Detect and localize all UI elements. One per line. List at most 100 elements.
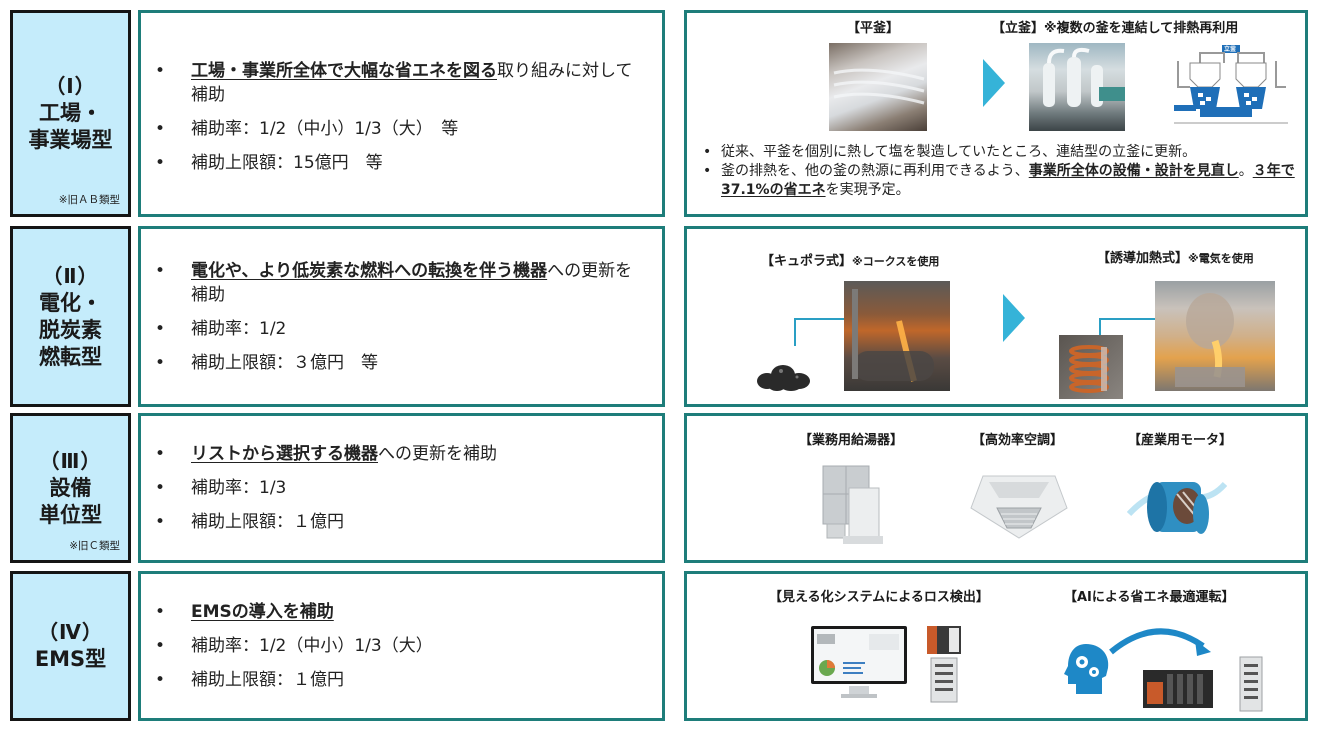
caption-visualization-system: 【見える化システムによるロス検出】	[769, 590, 989, 605]
category-note: ※旧ＡＢ類型	[58, 194, 120, 206]
subsidy-cap: 補助上限額：１億円	[191, 512, 344, 532]
coke-pile-photo	[753, 359, 813, 391]
category-number: （Ⅲ）	[39, 448, 102, 473]
flat-kettle-photo	[829, 43, 927, 131]
bullet-icon: •	[155, 670, 166, 690]
example-panel-electrification: 【キュポラ式】※コークスを使用 【誘導加熱式】※電気を使用	[684, 226, 1308, 407]
caption-vertical-kettle: 【立釜】※複数の釜を連結して排熱再利用	[992, 21, 1239, 36]
industrial-motor-photo	[1127, 464, 1227, 546]
bullet-item: • 工場・事業所全体で大幅な省エネを図る取り組みに対して補助	[155, 60, 633, 105]
curved-arrow-icon	[1109, 628, 1211, 656]
bullet-icon: •	[155, 118, 166, 139]
category-label-equipment-unit: （Ⅲ） 設備 単位型 ※旧Ｃ類型	[10, 413, 131, 563]
cupola-furnace-photo	[844, 281, 950, 391]
flat-kettle-ridges	[833, 68, 925, 105]
subsidy-cap: 補助上限額：３億円 等	[191, 352, 378, 373]
category-name-line: EMS型	[34, 647, 107, 671]
bullet-icon: •	[155, 60, 166, 81]
category-name-line: 脱炭素	[39, 317, 102, 342]
controller-rack-photo	[1141, 666, 1215, 710]
commercial-water-heater-photo	[819, 464, 885, 546]
vertical-kettle-heat-reuse-diagram: 立釜	[1172, 43, 1290, 131]
bullet-icon: •	[155, 152, 166, 173]
subsidy-rate: 補助率：1/3	[191, 478, 287, 498]
bullet-item: • 補助率：1/2	[153, 317, 644, 341]
subsidy-details-equipment-unit: • リストから選択する機器への更新を補助 • 補助率：1/3 • 補助上限額：１…	[138, 413, 665, 563]
category-number: （Ⅳ）	[38, 620, 103, 644]
bullet-item: • 補助率：1/2（中小）1/3（大）	[153, 634, 644, 658]
bullet-item: • EMSの導入を補助	[153, 600, 644, 624]
category-label-electrification: （Ⅱ） 電化・ 脱炭素 燃転型	[10, 226, 131, 407]
subsidy-details-electrification: • 電化や、より低炭素な燃料への転換を伴う機器への更新を補助 • 補助率：1/2…	[138, 226, 665, 407]
category-label-factory: （Ⅰ） 工場・ 事業場型 ※旧ＡＢ類型	[10, 10, 131, 217]
caption-air-conditioner: 【高効率空調】	[972, 433, 1064, 448]
caption-cupola: 【キュポラ式】※コークスを使用	[761, 254, 940, 269]
bullet-item: • 補助上限額：１億円	[153, 510, 644, 534]
bullet-highlight: 電化や、より低炭素な燃料への転換を伴う機器	[191, 260, 548, 281]
bullet-item: • リストから選択する機器への更新を補助	[155, 444, 497, 464]
plc-controller-photo	[925, 624, 963, 704]
diagram-label: 立釜	[1224, 46, 1237, 53]
category-note: ※旧Ｃ類型	[69, 540, 120, 552]
category-name-line: 燃転型	[39, 344, 102, 369]
category-name-line: 設備	[49, 475, 92, 500]
example-notes: • 従来、平釜を個別に熱して塩を製造していたところ、連結型の立釜に更新。 • 釜…	[703, 143, 1295, 200]
bullet-item: • 補助率：1/2（中小）1/3（大） 等	[153, 117, 644, 141]
note-highlight: 事業所全体の設備・設計を見直し	[1028, 163, 1239, 179]
caption-water-heater: 【業務用給湯器】	[799, 433, 904, 448]
subsidy-cap: 補助上限額：15億円 等	[191, 152, 383, 173]
arrow-right-icon	[983, 59, 1005, 107]
bullet-icon: •	[155, 478, 166, 498]
example-panel-ems: 【見える化システムによるロス検出】 【AIによる省エネ最適運転】	[684, 571, 1308, 721]
bullet-icon: •	[155, 352, 166, 373]
bullet-icon: •	[703, 163, 712, 179]
caption-induction: 【誘導加熱式】※電気を使用	[1097, 251, 1254, 266]
bullet-item: • 補助上限額：15億円 等	[153, 151, 644, 175]
caption-flat-kettle: 【平釜】	[847, 21, 900, 36]
bullet-item: • 電化や、より低炭素な燃料への転換を伴う機器への更新を補助	[155, 260, 633, 305]
subsidy-details-ems: • EMSの導入を補助 • 補助率：1/2（中小）1/3（大） • 補助上限額：…	[138, 571, 665, 721]
bullet-icon: •	[155, 602, 166, 622]
bullet-icon: •	[155, 318, 166, 339]
bullet-icon: •	[155, 444, 166, 464]
example-panel-equipment-unit: 【業務用給湯器】 【高効率空調】 【産業用モータ】	[684, 413, 1308, 563]
connector-line	[1099, 318, 1159, 336]
caption-industrial-motor: 【産業用モータ】	[1128, 433, 1233, 448]
vertical-kettle-plant-photo	[1029, 43, 1125, 131]
bullet-item: • 補助上限額：１億円	[153, 668, 644, 692]
bullet-highlight: 工場・事業所全体で大幅な省エネを図る	[191, 60, 497, 81]
monitoring-dashboard-display	[809, 624, 909, 704]
bullet-highlight: リストから選択する機器	[191, 444, 378, 464]
bullet-icon: •	[155, 636, 166, 656]
ai-head-gears-icon	[1062, 642, 1112, 696]
category-name-line: 工場・	[39, 101, 102, 125]
induction-coil-photo	[1059, 335, 1123, 399]
connector-line	[794, 318, 844, 346]
note-item: • 釜の排熱を、他の釜の熱源に再利用できるよう、事業所全体の設備・設計を見直し。…	[703, 163, 1295, 198]
subsidy-rate: 補助率：1/2	[191, 318, 287, 339]
category-name-line: 単位型	[39, 502, 102, 527]
caption-ai-optimization: 【AIによる省エネ最適運転】	[1064, 590, 1235, 605]
subsidy-rate: 補助率：1/2（中小）1/3（大）	[191, 636, 433, 656]
bullet-icon: •	[703, 144, 712, 160]
bullet-highlight: EMSの導入を補助	[191, 602, 334, 622]
bullet-item: • 補助率：1/3	[153, 476, 644, 500]
arrow-right-icon	[1003, 294, 1025, 342]
bullet-icon: •	[155, 512, 166, 532]
category-label-ems: （Ⅳ） EMS型	[10, 571, 131, 721]
category-number: （Ⅰ）	[45, 74, 96, 98]
example-panel-factory: 【平釜】 【立釜】※複数の釜を連結して排熱再利用 立釜 • 従来、	[684, 10, 1308, 217]
category-name-line: 事業場型	[28, 128, 113, 152]
note-highlight: ３年で37.1%の省エネ	[721, 163, 1295, 198]
note-item: • 従来、平釜を個別に熱して塩を製造していたところ、連結型の立釜に更新。	[703, 144, 1197, 160]
subsidy-rate: 補助率：1/2（中小）1/3（大） 等	[191, 118, 459, 139]
ceiling-cassette-air-conditioner-photo	[969, 468, 1069, 540]
category-name-line: 電化・	[39, 290, 102, 315]
subsidy-details-factory: • 工場・事業所全体で大幅な省エネを図る取り組みに対して補助 • 補助率：1/2…	[138, 10, 665, 217]
bullet-icon: •	[155, 260, 166, 281]
bullet-item: • 補助上限額：３億円 等	[153, 351, 644, 375]
induction-furnace-photo	[1155, 281, 1275, 391]
subsidy-cap: 補助上限額：１億円	[191, 670, 344, 690]
io-module-photo	[1239, 656, 1263, 712]
category-number: （Ⅱ）	[42, 263, 99, 288]
